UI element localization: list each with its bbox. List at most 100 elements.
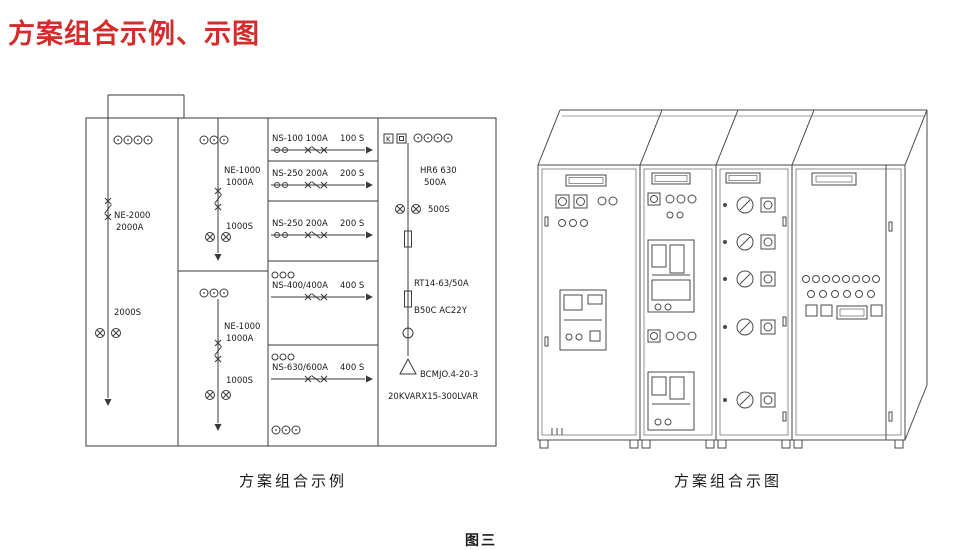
controller-row <box>805 304 883 320</box>
schematic-diagram: NE-2000 2000A 2000S NE-1000 1000A 1000S <box>85 94 497 447</box>
cabinet-1-details <box>544 174 618 435</box>
fuse2-label: RT14-63/50A <box>414 279 469 289</box>
hinge-icons <box>782 216 787 422</box>
contactor-label: B50C AC22Y <box>414 306 468 316</box>
nameplate <box>651 172 691 185</box>
section-panel-upper: NE-1000 1000A 1000S <box>199 118 260 262</box>
schematic-frame <box>85 117 497 447</box>
panel-meter-icons <box>647 192 697 219</box>
vent-lines <box>551 428 563 435</box>
caption-right: 方案组合示图 <box>673 472 782 490</box>
cabinet-3-details <box>723 172 787 422</box>
breaker-icon <box>104 197 112 221</box>
meter-icons <box>113 135 153 145</box>
caption-left: 方案组合示例 <box>238 472 347 490</box>
nameplate <box>565 174 607 187</box>
panel-meter-icons <box>555 194 618 227</box>
incomer-switch-label: 2000S <box>114 308 141 318</box>
hinge-icons <box>888 221 893 422</box>
breaker-icon <box>304 181 328 189</box>
breaker-icon <box>214 339 222 363</box>
feeder-unit-row <box>723 196 776 214</box>
breaker-icon <box>304 375 328 383</box>
cabinet-4-details <box>802 165 893 440</box>
incoming-supply-line <box>107 94 185 118</box>
page-title: 方案组合示例、示图 <box>8 19 260 50</box>
arrow-right-icon <box>365 293 374 301</box>
panel-meter-icons <box>647 329 697 343</box>
section-switch-label: 1000S <box>226 222 253 232</box>
branch-row: NS-250 200A 200 S <box>271 169 374 189</box>
compensation-panel: K HR6 630 500A 500S RT14-63/50A B50C AC2… <box>383 133 478 402</box>
breaker-unit <box>559 289 607 351</box>
branch-label: NS-250 200A <box>272 169 328 179</box>
drawout-breaker-unit <box>647 239 695 313</box>
feeder-unit-row <box>723 233 776 251</box>
schematic-dividers <box>177 118 379 446</box>
kwh-meter-label: K <box>386 136 391 144</box>
arrow-right-icon <box>365 181 374 189</box>
feeder-unit-row <box>723 270 776 288</box>
meter-icons <box>413 133 453 143</box>
drawout-breaker-unit <box>647 371 695 431</box>
arrow-right-icon <box>365 375 374 383</box>
figure-label: 图三 <box>465 533 497 549</box>
feeder-unit-row <box>723 391 776 409</box>
incomer-model-label: NE-2000 <box>114 211 150 221</box>
arrow-down-icon <box>214 253 222 262</box>
kwh-meter-icon <box>383 133 394 144</box>
arrow-down-icon <box>214 423 222 432</box>
incomer-panel: NE-2000 2000A 2000S <box>95 118 153 407</box>
contactor-icon <box>402 327 414 339</box>
branch-switch-label: 100 S <box>340 134 364 144</box>
cabinet-2-details <box>647 172 697 431</box>
relay-icon <box>396 133 407 144</box>
branch-row: NS-630/600A 400 S <box>271 353 374 383</box>
arrow-right-icon <box>365 231 374 239</box>
nameplate <box>725 172 761 184</box>
indicator-lamp-icons <box>802 275 880 298</box>
cabinet-3-front <box>715 164 793 441</box>
incomer-amps-label: 2000A <box>116 223 144 233</box>
cabinet-inner-frames <box>541 168 902 436</box>
capacitor-delta-icon <box>399 357 417 375</box>
cabinet-1-front <box>537 164 641 441</box>
feeder-unit-row <box>723 318 776 336</box>
section-model-label: NE-1000 <box>224 322 260 332</box>
branch-switch-label: 200 S <box>340 169 364 179</box>
schematic-svg: NE-2000 2000A 2000S NE-1000 1000A 1000S <box>85 94 497 447</box>
branch-label: NS-100 100A <box>272 134 328 144</box>
section-amps-label: 1000A <box>226 334 254 344</box>
branch-label: NS-630/600A <box>272 363 328 373</box>
meter-icons <box>199 288 229 298</box>
branch-row: NS-100 100A 100 S <box>271 134 374 154</box>
display-icon <box>836 305 868 320</box>
branch-label: NS-400/400A <box>272 281 328 291</box>
meter-icons <box>199 135 229 145</box>
breaker-icon <box>304 293 328 301</box>
fuse-amps-label: 500A <box>424 178 446 188</box>
section-panel-lower: NE-1000 1000A 1000S <box>199 288 260 432</box>
cabinet-roof <box>537 109 928 441</box>
hinge-icons <box>544 216 549 347</box>
branch-row: NS-400/400A 400 S <box>271 271 374 301</box>
cabinet-4-front <box>791 164 906 441</box>
breaker-icon <box>304 231 328 239</box>
branch-row: NS-250 200A 200 S <box>271 219 374 239</box>
section-switch-label: 1000S <box>226 376 253 386</box>
arrow-right-icon <box>365 146 374 154</box>
cabinet-feet <box>539 439 904 449</box>
cabinet-svg <box>537 109 928 449</box>
branch-switch-label: 400 S <box>340 281 364 291</box>
branch-switch-label: 400 S <box>340 363 364 373</box>
breaker-icon <box>304 146 328 154</box>
section-amps-label: 1000A <box>226 178 254 188</box>
branch-label: NS-250 200A <box>272 219 328 229</box>
meter-icons <box>271 425 301 435</box>
section-model-label: NE-1000 <box>224 166 260 176</box>
breaker-icon <box>214 187 222 211</box>
branch-panel: NS-100 100A 100 S NS-250 200A 200 S NS-2… <box>271 134 374 435</box>
switch-label: 500S <box>428 205 450 215</box>
bank-rating-label: 20KVARX15-300LVAR <box>388 392 478 402</box>
cabinet-drawing <box>537 109 928 449</box>
